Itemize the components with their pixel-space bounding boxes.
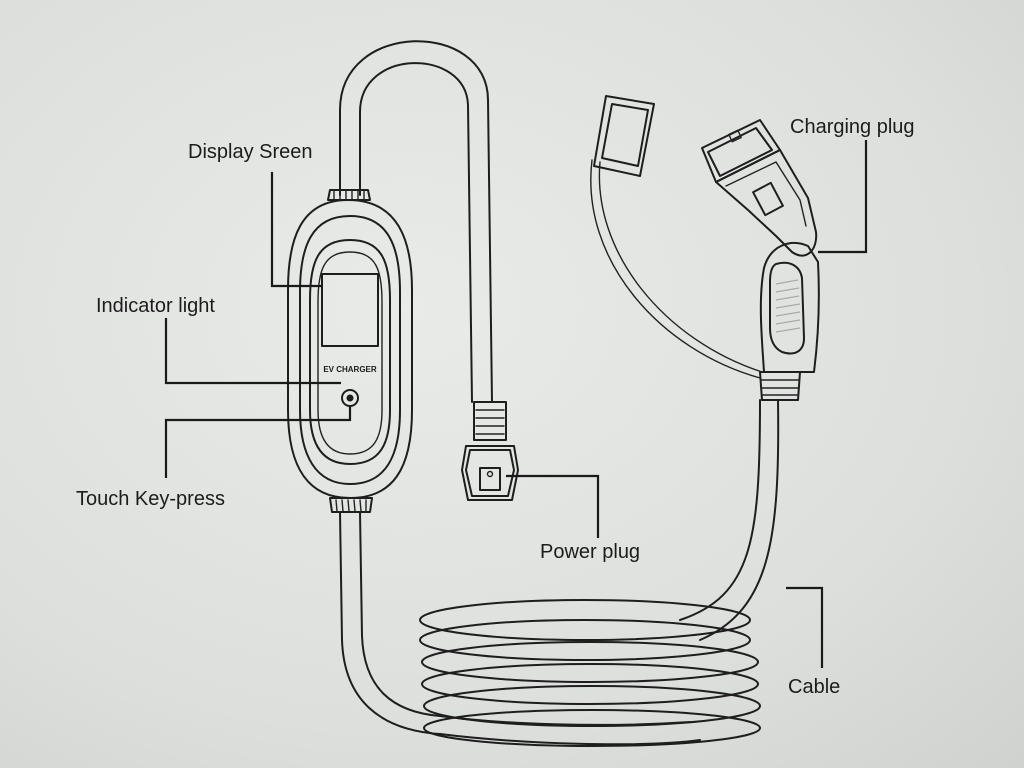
panel-text: EV CHARGER — [323, 365, 377, 374]
label-touch-key: Touch Key-press — [76, 488, 225, 510]
label-power-plug: Power plug — [540, 541, 640, 563]
leader-lines — [164, 140, 868, 668]
upper-cable — [339, 40, 493, 403]
label-indicator-light: Indicator light — [96, 295, 215, 317]
charging-plug — [701, 119, 820, 401]
protective-cap — [590, 95, 763, 379]
lower-cable — [339, 511, 441, 735]
coiled-cable — [419, 599, 761, 747]
label-display-screen: Display Sreen — [188, 141, 313, 163]
display-screen — [321, 273, 379, 347]
control-box: EV CHARGER — [287, 189, 413, 513]
plug-cable — [679, 399, 780, 641]
label-charging-plug: Charging plug — [790, 116, 915, 138]
touch-key — [346, 394, 354, 402]
power-plug — [461, 401, 519, 501]
label-cable: Cable — [788, 676, 840, 698]
